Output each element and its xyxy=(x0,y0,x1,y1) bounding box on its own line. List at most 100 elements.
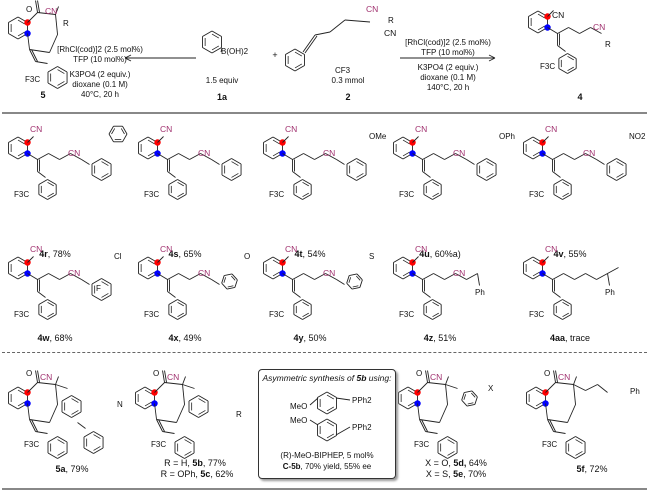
biaryl-ring xyxy=(317,418,328,425)
substituent-label: O xyxy=(244,252,251,261)
bond xyxy=(596,159,605,165)
ring-double-bond xyxy=(57,81,65,86)
aryl-ring xyxy=(432,314,442,320)
aryl-ring xyxy=(486,174,497,181)
aryl-ring xyxy=(198,411,209,418)
bond xyxy=(29,49,36,62)
ring-double-bond xyxy=(348,277,352,283)
aryl-ring xyxy=(423,194,433,200)
ring-double-bond xyxy=(326,394,335,400)
aryl-ring xyxy=(71,411,82,418)
aryl-ring xyxy=(61,395,72,402)
product-5-o: O xyxy=(26,5,33,14)
aryl-ring xyxy=(437,436,448,443)
bond xyxy=(567,404,576,423)
ring-double-bond xyxy=(302,192,309,198)
cn-label-1: CN xyxy=(545,244,558,254)
product-4-id: 4 xyxy=(577,92,583,102)
bond xyxy=(439,404,448,423)
bond xyxy=(542,153,553,160)
5f-ph: Ph xyxy=(630,387,640,396)
ring-double-bond xyxy=(562,181,569,187)
cn-label: CN xyxy=(558,372,571,382)
blue-atom xyxy=(414,400,421,407)
bond xyxy=(55,384,58,405)
bond xyxy=(157,136,164,143)
label-4r: 4r, 78% xyxy=(39,249,71,259)
aryl-ring xyxy=(221,158,232,165)
bond xyxy=(419,419,440,423)
aryl-ring xyxy=(302,299,312,305)
ring-double-bond xyxy=(47,192,54,198)
ring-double-bond xyxy=(356,173,364,178)
aryl-ring xyxy=(47,82,58,89)
bond xyxy=(412,256,419,263)
box-title: Asymmetric synthesis of 5b using: xyxy=(262,373,392,383)
ring-double-bond xyxy=(147,139,156,145)
substituent-label: Ph xyxy=(605,288,615,297)
biaryl-ring xyxy=(317,391,328,398)
cn-label-2: CN xyxy=(323,148,336,158)
bond xyxy=(314,31,331,36)
bond xyxy=(37,171,46,178)
pyridine-ring xyxy=(138,153,149,160)
bond xyxy=(29,419,50,423)
ring-double-bond xyxy=(147,259,156,265)
ring-double-bond xyxy=(567,55,574,61)
ring-double-bond xyxy=(575,451,583,456)
ring-double-bond xyxy=(223,277,227,283)
pyridine-ring xyxy=(8,273,19,280)
bond xyxy=(37,0,40,13)
aryl-ring xyxy=(553,194,563,200)
bond xyxy=(154,403,157,420)
aryl-ring xyxy=(168,194,178,200)
aryl-ring xyxy=(177,299,187,305)
biaryl-ring xyxy=(326,435,337,442)
ring-double-bond xyxy=(231,173,239,178)
ketone-o-label: O xyxy=(544,369,551,378)
bond xyxy=(433,153,445,160)
bond xyxy=(314,153,326,160)
bond xyxy=(55,6,59,15)
bond xyxy=(48,153,60,160)
ring-double-bond xyxy=(17,401,26,407)
aryl-ring xyxy=(47,436,58,443)
bond xyxy=(579,27,591,34)
pyridyl-ring xyxy=(122,125,128,135)
label-4x: 4x, 49% xyxy=(168,333,202,343)
bond xyxy=(303,273,315,280)
bond xyxy=(335,426,351,436)
bond xyxy=(336,279,345,285)
aryl-ring xyxy=(356,174,367,181)
ring-double-bond xyxy=(616,161,624,166)
ring-double-bond xyxy=(177,301,184,307)
pyridyl-ring xyxy=(83,447,94,454)
bond xyxy=(49,34,58,53)
aryl-ring xyxy=(447,452,458,459)
bond xyxy=(176,404,185,423)
f3c-label: F3C xyxy=(399,310,415,319)
ring-double-bond xyxy=(562,192,569,198)
heteroaryl-ring xyxy=(461,399,468,407)
blue-atom xyxy=(409,150,416,157)
heteroaryl-ring xyxy=(224,273,233,276)
bond xyxy=(157,273,168,280)
left-cond-1: [RhCl(cod)]2 (2.5 mol%) xyxy=(57,45,143,54)
bond xyxy=(200,273,212,280)
aryl-ring xyxy=(432,179,442,185)
box-meo-1: MeO xyxy=(290,402,308,411)
bond xyxy=(574,273,586,280)
aryl-ring xyxy=(553,299,563,305)
cn-label-1: CN xyxy=(30,124,43,134)
phenyl-ring xyxy=(211,47,222,54)
pyridine-ring xyxy=(263,273,274,280)
bond xyxy=(282,136,289,143)
bond xyxy=(35,431,48,434)
bond xyxy=(27,256,34,263)
bond xyxy=(81,279,90,285)
pyridine-ring xyxy=(135,403,146,410)
aryl-ring xyxy=(562,314,572,320)
aryl-ring xyxy=(553,179,563,185)
aryl-ring xyxy=(346,158,357,165)
ring-double-bond xyxy=(17,19,26,25)
